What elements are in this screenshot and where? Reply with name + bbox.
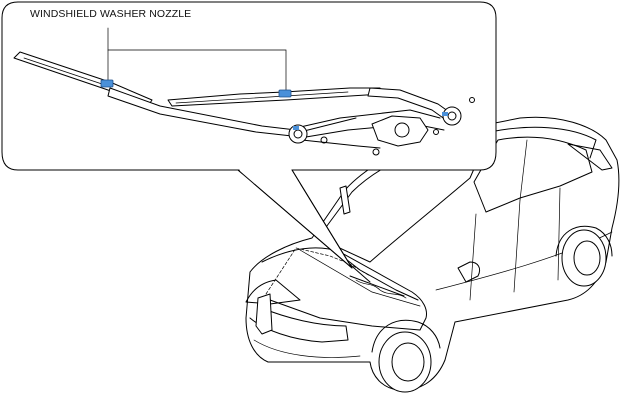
car-front-wheel	[378, 331, 432, 393]
car-roof-line	[489, 126, 597, 159]
wiper-link-rod	[299, 117, 381, 149]
wiper-assembly	[13, 51, 475, 156]
car-headlamp	[245, 279, 301, 305]
wiper-motor-mount	[372, 148, 380, 156]
car-lower-bumper	[253, 339, 361, 358]
wiper-arm-left-edge	[23, 57, 109, 87]
car-door-line	[469, 187, 561, 301]
car-front-rim	[391, 342, 425, 382]
callout-frame	[1, 1, 497, 171]
washer-nozzles	[100, 79, 448, 130]
car-rear-wheel	[561, 229, 607, 287]
wiper-motor-cap	[394, 122, 410, 138]
washer-reservoir	[255, 293, 273, 335]
vehicle-illustration	[245, 116, 620, 393]
car-rear-spoiler	[567, 143, 613, 171]
car-hood	[261, 247, 427, 331]
car-side-window	[473, 136, 593, 213]
washer-nozzle-right	[278, 89, 292, 98]
wiper-pivot-right-bolt	[469, 97, 475, 103]
car-rear-rim	[573, 240, 601, 276]
leader-lines	[107, 27, 287, 93]
wiper-arm-right-edge	[175, 91, 349, 104]
washer-nozzle-left	[100, 79, 114, 88]
car-front-arch	[371, 319, 441, 353]
washer-nozzle-marker-right-pivot	[442, 112, 448, 116]
wiper-pivot-left-bolt	[320, 136, 328, 144]
car-antenna	[339, 185, 351, 215]
wiper-pivot-right-bolt2	[433, 129, 439, 135]
wiper-motor	[371, 115, 429, 147]
callout-label: WINDSHIELD WASHER NOZZLE	[30, 8, 192, 20]
car-b-pillar	[519, 139, 528, 201]
car-hood-crease	[299, 249, 421, 307]
car-side-mirror	[457, 261, 481, 283]
car-rear-arch	[555, 225, 613, 257]
washer-hose-route	[265, 247, 371, 295]
car-cowl-detail	[355, 279, 407, 299]
callout-pointer-edges	[237, 169, 353, 269]
callout-pointer-join	[239, 169, 300, 184]
washer-nozzle-marker-left-pivot	[293, 126, 299, 130]
leader-line-main	[107, 27, 287, 93]
